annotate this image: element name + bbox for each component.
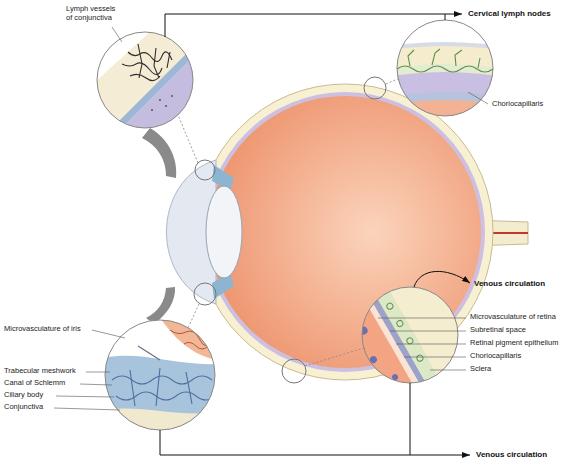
part-label: Canal of Schlemm (4, 379, 65, 388)
inset-retina-layers (353, 324, 399, 387)
leader-lines (54, 27, 488, 410)
lens (206, 186, 242, 278)
inset-anterior-angle (170, 330, 212, 349)
inset-conjunctiva (167, 52, 170, 68)
inset-anterior-angle (103, 356, 217, 432)
drainage-brackets (160, 430, 470, 455)
inset-conjunctiva (171, 95, 173, 97)
inset-outline (97, 32, 193, 128)
inset-conjunctiva (159, 99, 161, 101)
inset-anterior-angle (103, 318, 217, 432)
part-label: Microvasculature of retina (470, 313, 556, 322)
part-label: Choriocapillaris (470, 352, 521, 361)
part-label: Choriocapillaris (492, 100, 543, 109)
inset-retina-layers (369, 355, 379, 365)
leader-lines (404, 357, 466, 358)
leader-lines (56, 396, 114, 397)
inset-choriocapillaris (71, 46, 581, 467)
inset-conjunctiva (95, 30, 195, 130)
part-label: Ciliary body (4, 391, 43, 400)
inset-anterior-angle (116, 392, 216, 400)
drainage-brackets (414, 271, 470, 287)
leader-lines (86, 372, 110, 373)
inset-retina-layers (358, 325, 369, 336)
inset-anterior-angle (186, 372, 192, 404)
inset-conjunctiva (128, 52, 172, 62)
drainage-brackets (445, 14, 446, 20)
inset-anterior-angle (130, 370, 135, 406)
part-label: Conjunctiva (4, 403, 43, 412)
leader-lines (430, 370, 466, 371)
upper-eyelid (142, 128, 176, 178)
inset-anterior-angle (160, 318, 217, 360)
leader-lines (80, 384, 112, 385)
zoom-markers (194, 77, 386, 383)
leader-lines (92, 330, 125, 338)
leader-lines (390, 331, 466, 332)
inset-conjunctiva (110, 45, 195, 130)
inset-choriocapillaris (67, 18, 581, 467)
destination-label: Venous circulation (476, 450, 547, 459)
inset-conjunctiva (151, 109, 153, 111)
inset-conjunctiva (151, 95, 173, 111)
inset-choriocapillaris (397, 49, 493, 72)
drainage-brackets (160, 14, 470, 455)
inset-conjunctiva (138, 44, 142, 78)
part-label: Subretinal space (470, 326, 526, 335)
inset-choriocapillaris (97, 72, 581, 467)
inset-anterior-angle (112, 376, 212, 384)
inset-anterior-angle (138, 346, 160, 360)
inset-choriocapillaris (67, 42, 581, 467)
inset-choriocapillaris (408, 50, 414, 66)
inset-outline (362, 287, 458, 383)
inset-conjunctiva (165, 105, 167, 107)
part-label: Microvasculature of iris (4, 325, 81, 334)
inset-retina-layers (416, 354, 424, 362)
inset-choriocapillaris (432, 49, 440, 65)
leader-lines (468, 92, 488, 104)
zoom-dashed-lines (188, 304, 199, 328)
part-label: Sclera (470, 365, 491, 374)
destination-label: Venous circulation (474, 279, 545, 288)
inset-outline (105, 320, 215, 430)
drainage-brackets (165, 14, 462, 37)
inset-choriocapillaris (455, 50, 462, 66)
inset-conjunctiva (122, 44, 172, 81)
leader-lines (112, 27, 122, 42)
inset-conjunctiva (130, 74, 160, 80)
leader-lines (54, 408, 120, 410)
destination-label: Cervical lymph nodes (468, 9, 551, 18)
inset-anterior-angle (112, 368, 216, 406)
lower-eyelid (146, 287, 175, 324)
part-label: Retinal pigment epithelium (470, 339, 558, 348)
inset-anterior-angle (103, 318, 217, 432)
inset-retina-layers (386, 302, 424, 362)
zoom-markers (194, 283, 216, 305)
part-label: Trabecular meshwork (4, 367, 76, 376)
inset-choriocapillaris (478, 58, 480, 68)
zoom-markers (364, 77, 386, 99)
eye-globe (142, 84, 528, 380)
drainage-brackets (410, 383, 411, 455)
inset-retina-layers (396, 319, 404, 327)
leader-lines (378, 318, 466, 319)
inset-conjunctiva (154, 48, 159, 78)
inset-retina-layers (386, 302, 394, 310)
inset-outline (397, 20, 493, 116)
part-label: Lymph vessels of conjunctiva (66, 5, 122, 22)
zoom-dashed-lines (178, 115, 198, 163)
zoom-dashed-lines (305, 348, 364, 366)
zoom-markers (282, 359, 306, 383)
inset-retina-layers (406, 337, 414, 345)
inset-choriocapillaris (89, 64, 581, 467)
leader-lines (396, 344, 466, 345)
inset-conjunctiva (95, 30, 195, 130)
inset-anterior-angle (156, 368, 160, 406)
inset-anterior-angle (103, 408, 217, 432)
